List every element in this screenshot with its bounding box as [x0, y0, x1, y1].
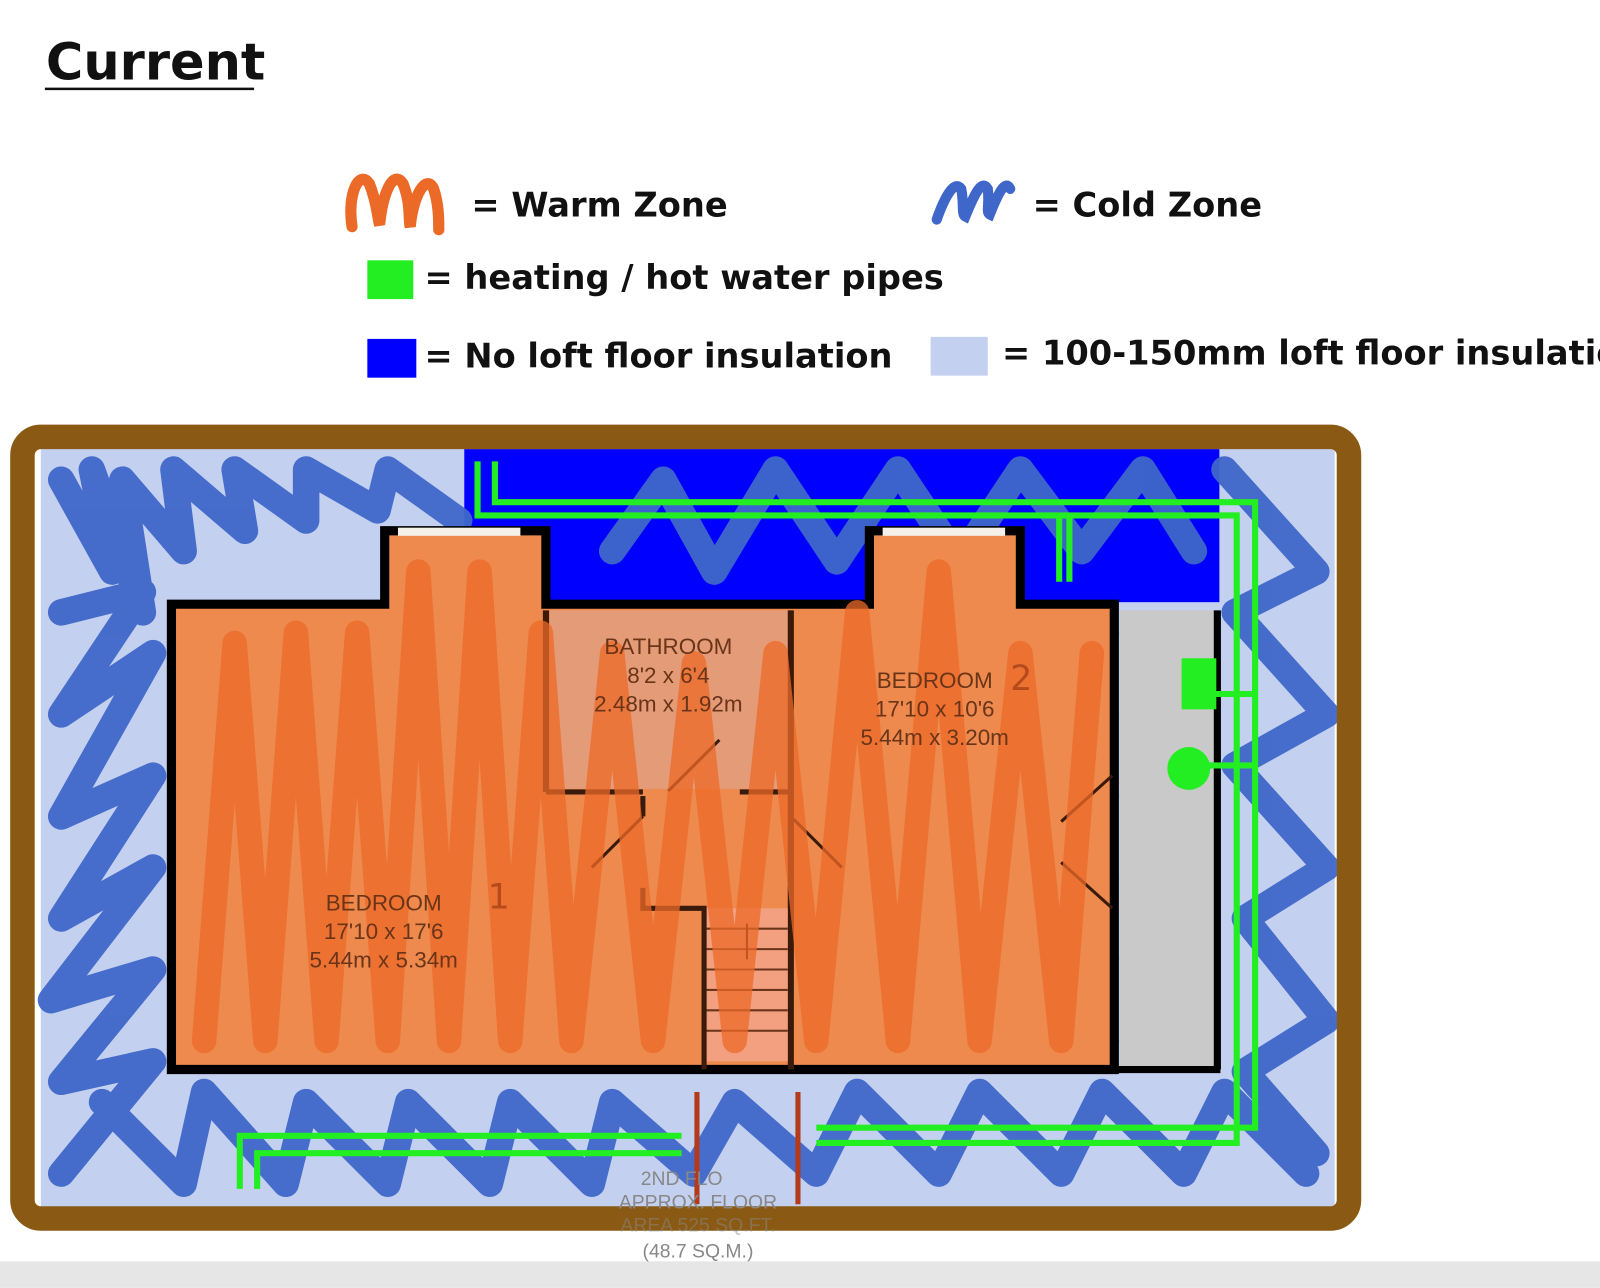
warm-zone-scribbles: [191, 559, 1105, 1054]
svg-text:BEDROOM: BEDROOM: [877, 668, 993, 693]
svg-text:2: 2: [1010, 659, 1032, 699]
insulation-swatch-icon: [930, 336, 988, 376]
svg-text:2ND FLO: 2ND FLO: [641, 1168, 723, 1190]
legend-no-insulation-label: = No loft floor insulation: [424, 336, 892, 375]
no-insulation-swatch-icon: [367, 338, 417, 378]
svg-text:AREA 525 SQ.FT.: AREA 525 SQ.FT.: [620, 1215, 775, 1237]
svg-text:17'10 x 10'6: 17'10 x 10'6: [875, 696, 995, 721]
legend-warm-label: = Warm Zone: [471, 185, 727, 224]
loft-frame: [10, 424, 1362, 1231]
boiler: [1167, 747, 1211, 790]
legend-insulation-label: = 100-150mm loft floor insulation: [1002, 333, 1600, 372]
svg-text:5.44m x 3.20m: 5.44m x 3.20m: [860, 725, 1008, 750]
svg-text:APPROX. FLOOR: APPROX. FLOOR: [619, 1191, 777, 1213]
svg-text:8'2 x 6'4: 8'2 x 6'4: [627, 663, 709, 688]
heating-pipes: [236, 461, 1259, 1189]
svg-text:(48.7 SQ.M.): (48.7 SQ.M.): [643, 1240, 754, 1262]
svg-text:1: 1: [488, 877, 510, 917]
cold-zone-swatch-icon: [931, 180, 1016, 225]
room-bathroom: BATHROOM 8'2 x 6'4 2.48m x 1.92m: [594, 634, 742, 716]
warm-zone-swatch-icon: [345, 173, 445, 236]
hot-water-cylinder: [1181, 658, 1217, 710]
room-bedroom-2: BEDROOM 2 17'10 x 10'6 5.44m x 3.20m: [860, 659, 1032, 750]
legend-cold-label: = Cold Zone: [1033, 185, 1262, 224]
legend-pipes-label: = heating / hot water pipes: [424, 258, 943, 297]
room-bedroom-1: BEDROOM 1 17'10 x 17'6 5.44m x 5.34m: [309, 877, 509, 972]
svg-text:17'10 x 17'6: 17'10 x 17'6: [324, 919, 444, 944]
pipes-swatch-icon: [367, 260, 414, 300]
svg-text:BATHROOM: BATHROOM: [604, 634, 732, 659]
svg-text:BEDROOM: BEDROOM: [326, 890, 442, 915]
floor-area-label: 2ND FLO APPROX. FLOOR AREA 525 SQ.FT. (4…: [619, 1168, 777, 1262]
svg-text:2.48m x 1.92m: 2.48m x 1.92m: [594, 691, 742, 716]
page-title: Current: [46, 34, 265, 93]
svg-text:5.44m x 5.34m: 5.44m x 5.34m: [309, 947, 457, 972]
